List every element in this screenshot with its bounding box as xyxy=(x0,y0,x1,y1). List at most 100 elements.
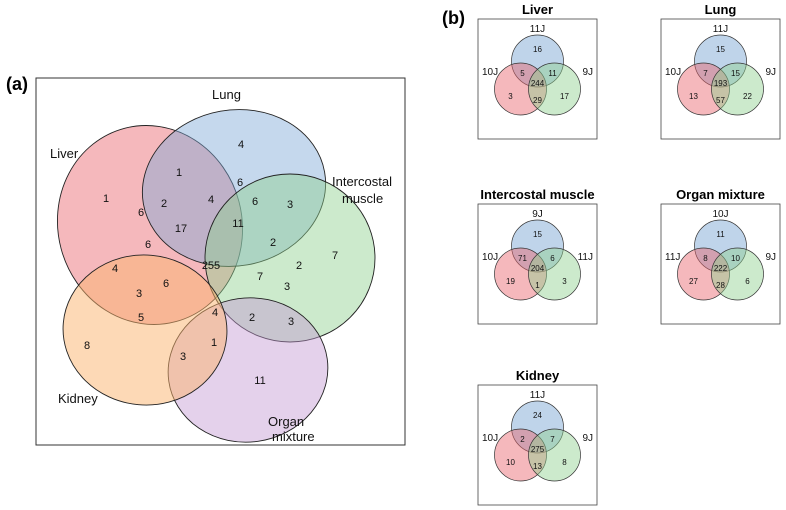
mini-venn-top-label: 11J xyxy=(530,390,545,401)
mini-venn-count: 244 xyxy=(531,79,545,88)
mini-venn-count: 13 xyxy=(533,462,542,471)
mini-venn-left-circle xyxy=(677,247,730,301)
mini-venn-right-circle xyxy=(711,62,764,116)
mini-venn-top-label: 11J xyxy=(530,24,545,35)
mini-venn-top-circle xyxy=(694,219,747,273)
count-center: 255 xyxy=(202,260,220,272)
mini-venn-right-label: 9J xyxy=(765,252,776,263)
count-region: 3 xyxy=(287,199,293,211)
mini-venn-count: 27 xyxy=(689,277,698,286)
mini-venn-title: Intercostal muscle xyxy=(480,187,594,202)
mini-venn-count: 204 xyxy=(531,264,545,273)
count-region: 4 xyxy=(212,307,218,319)
mini-venn-count: 2 xyxy=(520,435,525,444)
kidney-set-label: Kidney xyxy=(58,391,98,406)
count-region: 4 xyxy=(208,194,214,206)
mini-venn-frame xyxy=(660,203,781,325)
count-region: 3 xyxy=(136,288,142,300)
mini-venn-count: 24 xyxy=(533,411,542,420)
mini-venn-count: 19 xyxy=(506,277,515,286)
mini-venn-frame xyxy=(477,18,598,140)
count-region: 3 xyxy=(284,281,290,293)
panel-a-label: (a) xyxy=(6,74,28,94)
mini-venn-count: 17 xyxy=(560,92,569,101)
mini-venn-count: 15 xyxy=(731,69,740,78)
mini-venn-count: 222 xyxy=(714,264,728,273)
mini-venn-left-label: 10J xyxy=(482,252,498,263)
mini-venn-left-label: 11J xyxy=(665,252,680,263)
count-region: 11 xyxy=(232,218,243,230)
mini-venn-count: 3 xyxy=(508,92,513,101)
mini-venn-left-circle xyxy=(494,247,547,301)
count-kidney-only: 8 xyxy=(84,340,90,352)
mini-venn-top-circle xyxy=(694,34,747,88)
count-region: 6 xyxy=(252,196,258,208)
count-region: 6 xyxy=(145,239,151,251)
mini-venn-right-circle xyxy=(528,247,581,301)
mini-venn-right-circle xyxy=(528,62,581,116)
mini-venn-right-label: 9J xyxy=(582,433,593,444)
mini-venn-count: 28 xyxy=(716,281,725,290)
mini-venn-title: Liver xyxy=(522,2,553,17)
count-lung-only: 4 xyxy=(238,139,244,151)
mini-venn-top-circle xyxy=(511,34,564,88)
count-region: 1 xyxy=(211,337,217,349)
mini-venn-count: 10 xyxy=(731,254,740,263)
mini-venn-right-label: 9J xyxy=(765,67,776,78)
count-region: 17 xyxy=(175,223,187,235)
lung-set-ellipse xyxy=(141,109,327,267)
count-region: 2 xyxy=(270,237,276,249)
count-region: 5 xyxy=(138,312,144,324)
mini-venn-count: 16 xyxy=(533,45,542,54)
count-region: 6 xyxy=(237,177,243,189)
intercostal-set-ellipse xyxy=(204,173,376,343)
mini-venn-count: 71 xyxy=(518,254,527,263)
mini-venn-left-circle xyxy=(494,428,547,482)
intercostal-set-label-1: Intercostal xyxy=(332,174,392,189)
mini-venn-count: 6 xyxy=(550,254,555,263)
count-intercostal-only: 7 xyxy=(332,250,338,262)
mini-venn-right-label: 11J xyxy=(578,252,593,263)
mini-venn-left-label: 10J xyxy=(482,433,498,444)
mini-venn-left-circle xyxy=(677,62,730,116)
mini-venn-count: 7 xyxy=(550,435,555,444)
mini-venn-frame xyxy=(477,384,598,506)
count-region: 2 xyxy=(296,260,302,272)
mini-venn-left-circle xyxy=(494,62,547,116)
count-liver-only: 1 xyxy=(103,193,109,205)
mini-venn-count: 22 xyxy=(743,92,752,101)
intercostal-set-label-2: muscle xyxy=(342,191,383,206)
mini-venn-title: Organ mixture xyxy=(676,187,765,202)
mini-venn-count: 193 xyxy=(714,79,728,88)
count-region: 2 xyxy=(249,312,255,324)
mini-venn-count: 1 xyxy=(535,281,540,290)
mini-venn-count: 8 xyxy=(562,458,567,467)
panel-a: (a) Liver Lung Intercostal muscle Organ … xyxy=(6,74,406,446)
organ-mixture-set-label-1: Organ xyxy=(268,414,304,429)
mini-venn-top-circle xyxy=(511,400,564,454)
mini-venn-title: Lung xyxy=(705,2,737,17)
mini-venn-left-label: 10J xyxy=(482,67,498,78)
mini-venn-count: 3 xyxy=(562,277,567,286)
lung-set-label: Lung xyxy=(212,87,241,102)
mini-venn-count: 15 xyxy=(533,230,542,239)
mini-venn-top-circle xyxy=(511,219,564,273)
mini-venn-frame xyxy=(660,18,781,140)
mini-venn-count: 11 xyxy=(716,230,725,239)
panel-a-frame xyxy=(35,77,406,446)
mini-venn-count: 10 xyxy=(506,458,515,467)
count-region: 3 xyxy=(180,351,186,363)
mini-venn-count: 57 xyxy=(716,96,725,105)
mini-venn-count: 13 xyxy=(689,92,698,101)
mini-venn-count: 6 xyxy=(745,277,750,286)
count-region: 6 xyxy=(163,278,169,290)
kidney-set-ellipse xyxy=(62,254,228,406)
organ-mixture-set-label-2: mixture xyxy=(272,429,315,444)
mini-venn-top-label: 10J xyxy=(712,209,728,220)
mini-venn-right-circle xyxy=(528,428,581,482)
count-region: 7 xyxy=(257,271,263,283)
